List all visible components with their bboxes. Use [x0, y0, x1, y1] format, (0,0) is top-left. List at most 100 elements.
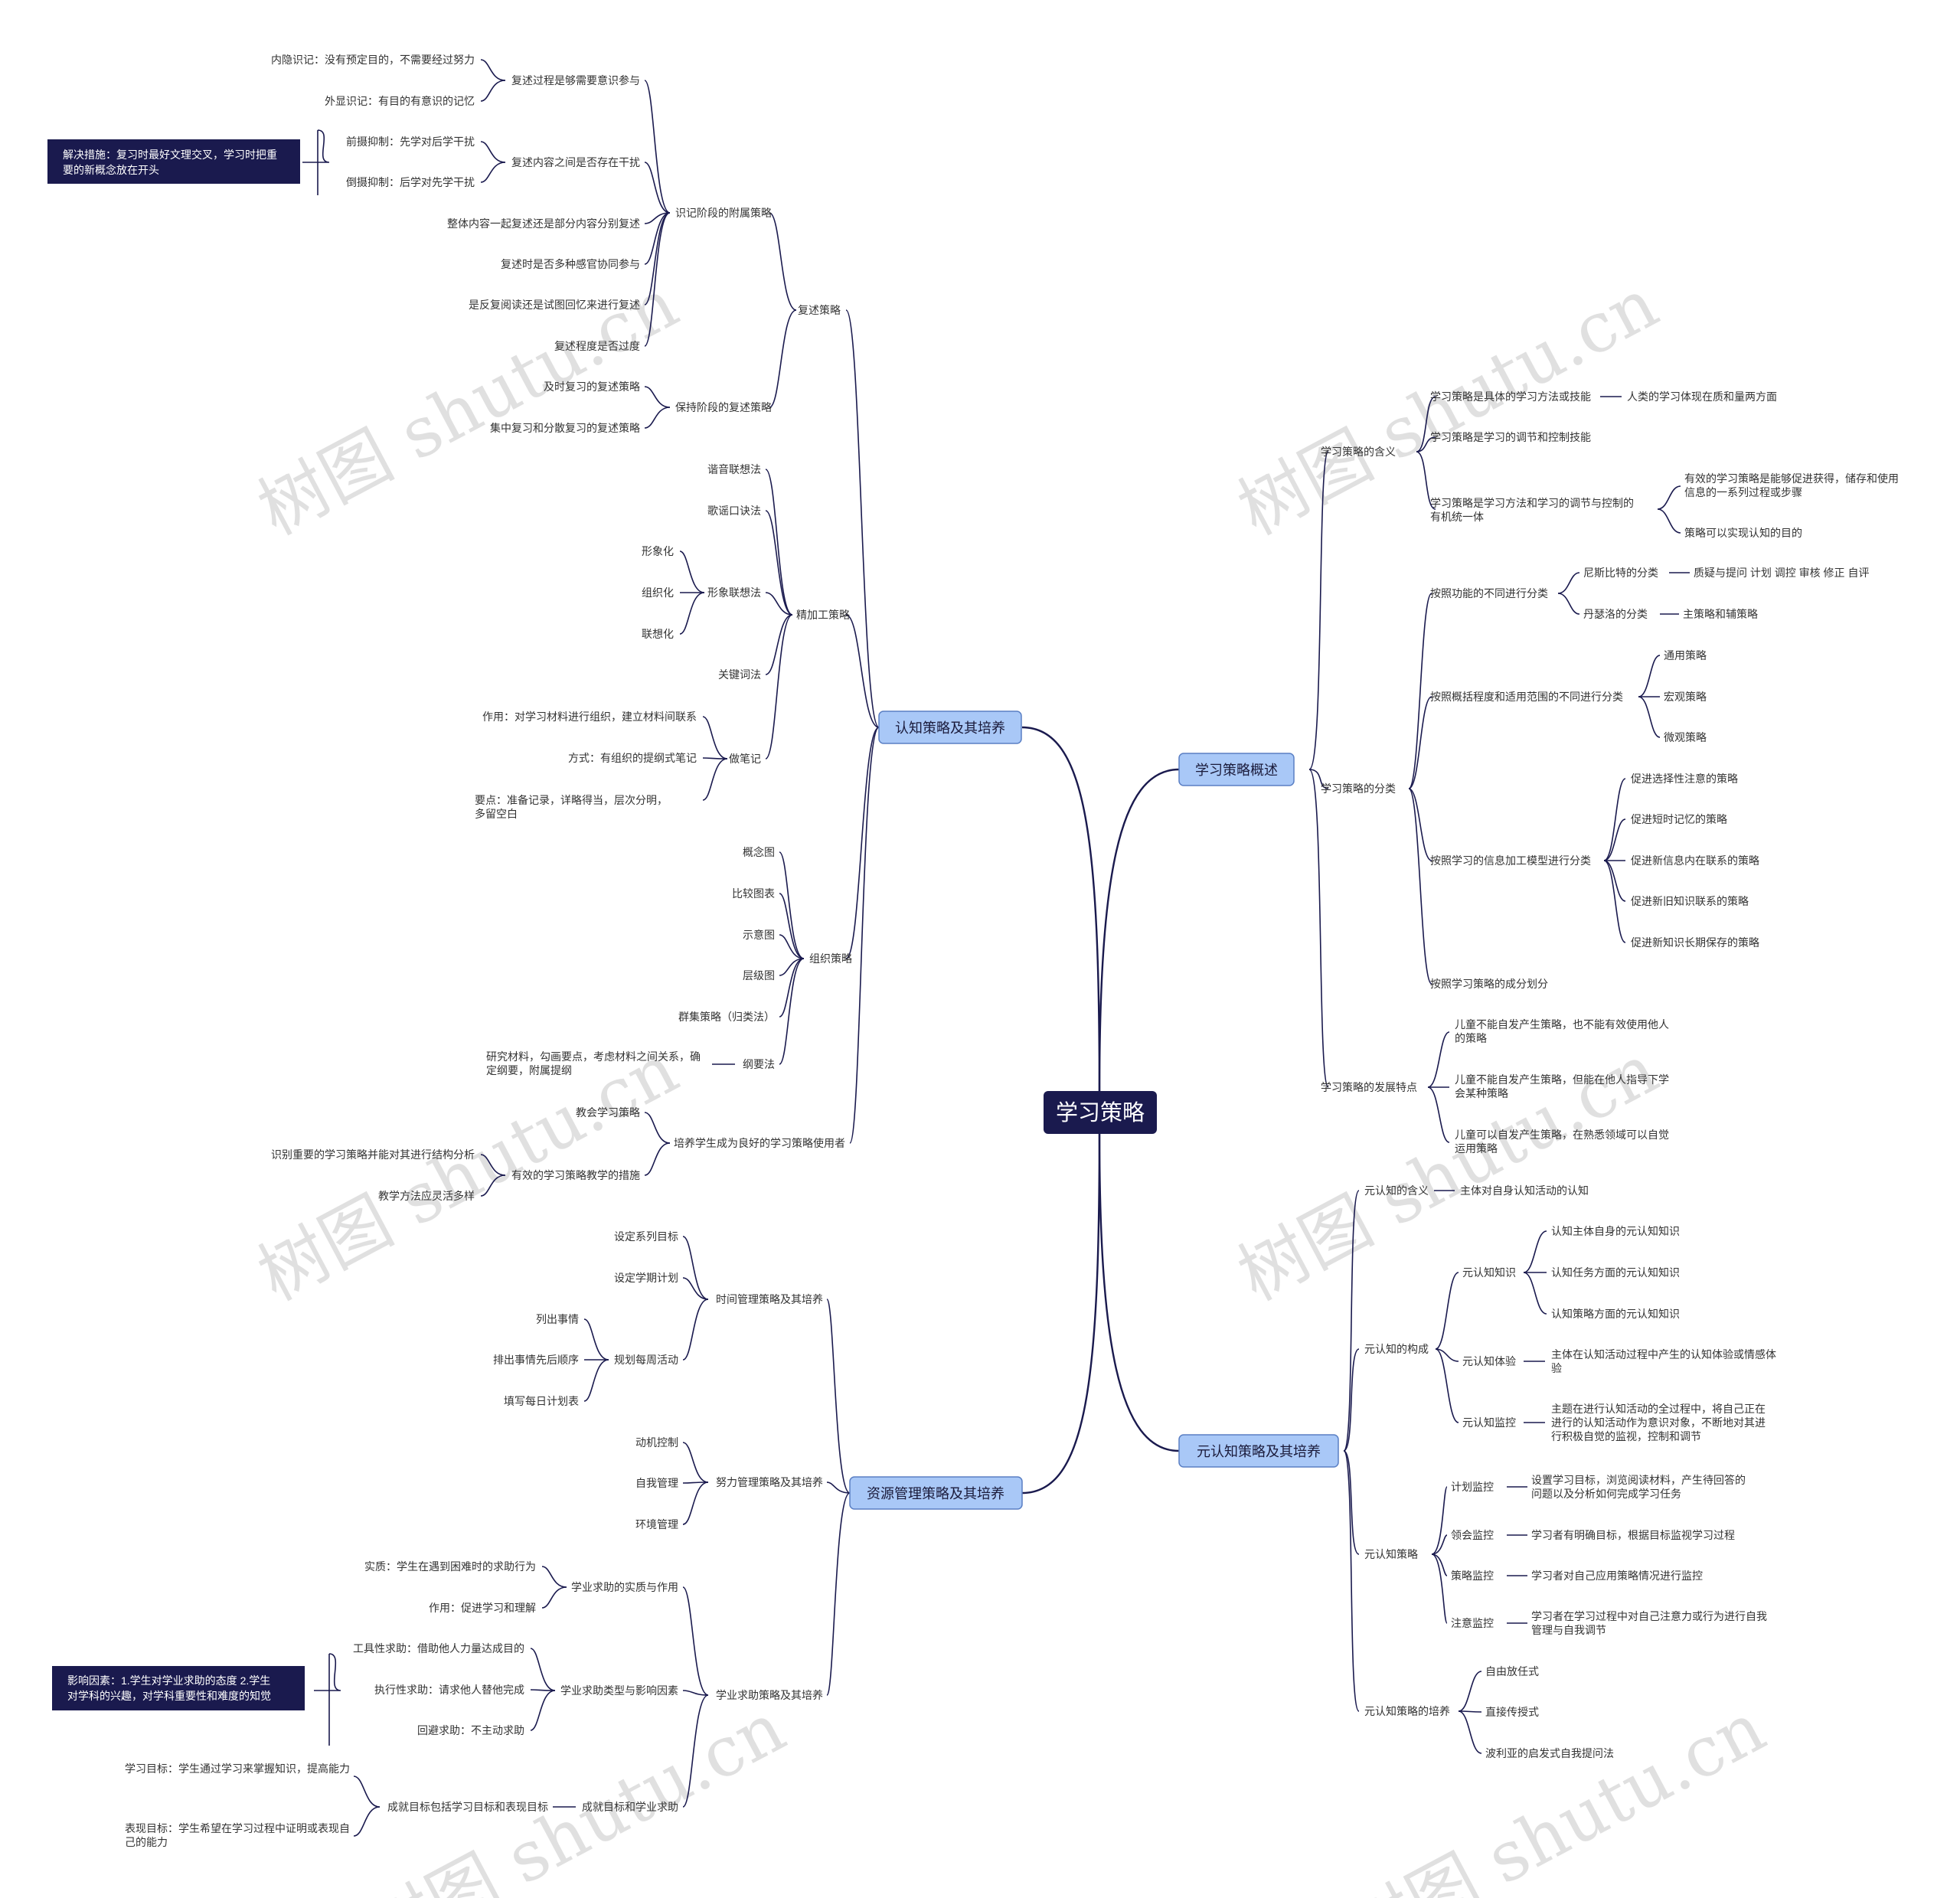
- leaf-learning[interactable]: 学习目标：学生通过学习来掌握知识，提高能力: [125, 1762, 350, 1775]
- leaf-notes-key[interactable]: 要点：准备记录，详略得当，层次分明，: [475, 794, 668, 806]
- node-outline[interactable]: 纲要法: [743, 1058, 775, 1070]
- node-rehearsal[interactable]: 复述策略: [798, 304, 841, 316]
- node-imagery[interactable]: 形象联想法: [707, 586, 761, 599]
- leaf-retroactive[interactable]: 倒摄抑制：后学对先学干扰: [346, 176, 475, 188]
- leaf-info-c[interactable]: 促进新信息内在联系的策略: [1631, 854, 1759, 867]
- leaf-goals[interactable]: 设定系列目标: [614, 1230, 678, 1243]
- leaf-explicit[interactable]: 外显识记：有目的有意识的记忆: [325, 95, 475, 107]
- leaf-keyword[interactable]: 关键词法: [718, 668, 761, 681]
- leaf-homophone[interactable]: 谐音联想法: [707, 463, 761, 475]
- leaf-info-e[interactable]: 促进新知识长期保存的策略: [1631, 936, 1759, 949]
- leaf-nisbet[interactable]: 尼斯比特的分类: [1583, 567, 1658, 579]
- leaf-plan[interactable]: 设置学习目标，浏览阅读材料，产生待回答的: [1531, 1474, 1746, 1486]
- leaf-imagery-c[interactable]: 联想化: [642, 628, 674, 640]
- leaf-info-d[interactable]: 促进新旧知识联系的策略: [1631, 895, 1749, 907]
- branch-meta[interactable]: 元认知策略及其培养: [1178, 1434, 1339, 1468]
- leaf-training-c[interactable]: 波利亚的启发式自我提问法: [1485, 1747, 1614, 1759]
- node-essence[interactable]: 学业求助的实质与作用: [571, 1581, 678, 1593]
- leaf-meaning-b[interactable]: 学习策略是学习的调节和控制技能: [1430, 431, 1591, 443]
- node-achieve[interactable]: 成就目标和学业求助: [582, 1801, 678, 1813]
- leaf-scope-c[interactable]: 微观策略: [1664, 731, 1707, 743]
- node-develop[interactable]: 学习策略的发展特点: [1321, 1081, 1417, 1093]
- leaf-scope-a[interactable]: 通用策略: [1664, 649, 1707, 662]
- branch-overview[interactable]: 学习策略概述: [1178, 753, 1295, 786]
- leaf-develop-a[interactable]: 儿童不能自发产生策略，也不能有效使用他人: [1455, 1018, 1669, 1031]
- leaf-hierarchy[interactable]: 层级图: [743, 969, 775, 982]
- leaf-avoid[interactable]: 回避求助：不主动求助: [417, 1724, 524, 1736]
- leaf-rhyme[interactable]: 歌谣口诀法: [707, 505, 761, 517]
- leaf-experience[interactable]: 主体在认知活动过程中产生的认知体验或情感体: [1551, 1348, 1776, 1361]
- node-help[interactable]: 学业求助策略及其培养: [716, 1689, 823, 1701]
- node-conscious[interactable]: 复述过程是够需要意识参与: [511, 74, 640, 87]
- leaf-role[interactable]: 作用：促进学习和理解: [429, 1602, 536, 1614]
- node-monitor[interactable]: 元认知监控: [1462, 1416, 1516, 1429]
- leaf-meaning-c2[interactable]: 策略可以实现认知的目的: [1684, 527, 1802, 539]
- leaf-order[interactable]: 排出事情先后顺序: [493, 1354, 579, 1366]
- leaf-performance[interactable]: 表现目标：学生希望在学习过程中证明或表现自: [125, 1822, 350, 1834]
- leaf-outline-desc[interactable]: 研究材料，勾画要点，考虑材料之间关系，确: [486, 1050, 701, 1063]
- leaf-training-b[interactable]: 直接传授式: [1485, 1706, 1539, 1718]
- leaf-motivation[interactable]: 动机控制: [635, 1436, 678, 1449]
- leaf-attention[interactable]: 学习者在学习过程中对自己注意力或行为进行自我: [1531, 1610, 1767, 1622]
- leaf-self[interactable]: 自我管理: [635, 1477, 678, 1489]
- node-elaboration[interactable]: 精加工策略: [796, 609, 850, 621]
- leaf-identify[interactable]: 识别重要的学习策略并能对其进行结构分析: [271, 1148, 475, 1161]
- node-func[interactable]: 按照功能的不同进行分类: [1430, 587, 1548, 599]
- node-achieve-goals[interactable]: 成就目标包括学习目标和表现目标: [387, 1801, 548, 1813]
- node-grasp[interactable]: 领会监控: [1451, 1529, 1494, 1541]
- branch-cognitive[interactable]: 认知策略及其培养: [878, 711, 1022, 744]
- leaf-cluster[interactable]: 群集策略（归类法）: [678, 1011, 775, 1023]
- leaf-meta-meaning[interactable]: 主体对自身认知活动的认知: [1460, 1184, 1589, 1197]
- node-weekly[interactable]: 规划每周活动: [614, 1354, 678, 1366]
- node-strat[interactable]: 策略监控: [1451, 1570, 1494, 1582]
- leaf-meaning-a1[interactable]: 人类的学习体现在质和量两方面: [1627, 390, 1777, 403]
- node-classify[interactable]: 学习策略的分类: [1321, 782, 1396, 795]
- note-interference[interactable]: 解决措施：复习时最好文理交叉，学习时把重 要的新概念放在开头: [47, 139, 300, 184]
- leaf-concept[interactable]: 概念图: [743, 846, 775, 858]
- leaf-exec[interactable]: 执行性求助：请求他人替他完成: [374, 1684, 524, 1696]
- leaf-list[interactable]: 列出事情: [536, 1313, 579, 1325]
- leaf-senses[interactable]: 复述时是否多种感官协同参与: [501, 258, 640, 270]
- node-effort[interactable]: 努力管理策略及其培养: [716, 1476, 823, 1488]
- leaf-info-a[interactable]: 促进选择性注意的策略: [1631, 773, 1738, 785]
- node-meaning[interactable]: 学习策略的含义: [1321, 446, 1396, 458]
- node-time[interactable]: 时间管理策略及其培养: [716, 1293, 823, 1305]
- leaf-info-b[interactable]: 促进短时记忆的策略: [1631, 813, 1727, 825]
- leaf-component[interactable]: 按照学习策略的成分划分: [1430, 978, 1548, 990]
- node-types[interactable]: 学业求助类型与影响因素: [560, 1684, 678, 1697]
- leaf-nisbet1[interactable]: 质疑与提问 计划 调控 审核 修正 自评: [1694, 567, 1869, 579]
- leaf-grasp[interactable]: 学习者有明确目标，根据目标监视学习过程: [1531, 1529, 1735, 1541]
- leaf-imagery-a[interactable]: 形象化: [642, 545, 674, 557]
- leaf-tool[interactable]: 工具性求助：借助他人力量达成目的: [353, 1642, 524, 1655]
- leaf-daily[interactable]: 填写每日计划表: [504, 1395, 579, 1407]
- leaf-timely[interactable]: 及时复习的复述策略: [544, 381, 640, 393]
- leaf-strat[interactable]: 学习者对自己应用策略情况进行监控: [1531, 1570, 1703, 1582]
- node-training[interactable]: 元认知策略的培养: [1364, 1705, 1450, 1717]
- leaf-whole[interactable]: 整体内容一起复述还是部分内容分别复述: [447, 217, 640, 230]
- leaf-monitor[interactable]: 主题在进行认知活动的全过程中，将自己正在: [1551, 1403, 1766, 1415]
- leaf-develop-c[interactable]: 儿童可以自发产生策略，在熟悉领域可以自觉: [1455, 1129, 1669, 1141]
- leaf-training-a[interactable]: 自由放任式: [1485, 1665, 1539, 1677]
- leaf-knowledge-a[interactable]: 认知主体自身的元认知知识: [1551, 1225, 1680, 1237]
- leaf-scope-b[interactable]: 宏观策略: [1664, 691, 1707, 703]
- node-structure[interactable]: 元认知的构成: [1364, 1343, 1429, 1355]
- node-interference[interactable]: 复述内容之间是否存在干扰: [511, 156, 640, 168]
- root-node[interactable]: 学习策略: [1044, 1091, 1157, 1134]
- leaf-notes-method[interactable]: 方式：有组织的提纲式笔记: [568, 752, 697, 764]
- leaf-compare[interactable]: 比较图表: [732, 887, 775, 900]
- node-plan[interactable]: 计划监控: [1451, 1481, 1494, 1493]
- leaf-dansereau1[interactable]: 主策略和辅策略: [1683, 608, 1758, 620]
- leaf-meaning-a[interactable]: 学习策略是具体的学习方法或技能: [1430, 390, 1591, 403]
- node-memorize[interactable]: 识记阶段的附属策略: [675, 207, 772, 219]
- leaf-knowledge-b[interactable]: 认知任务方面的元认知知识: [1551, 1266, 1680, 1279]
- leaf-teach[interactable]: 教会学习策略: [576, 1106, 640, 1119]
- leaf-implicit[interactable]: 内隐识记：没有预定目的，不需要经过努力: [271, 54, 475, 66]
- node-scope[interactable]: 按照概括程度和适用范围的不同进行分类: [1430, 691, 1623, 703]
- leaf-spaced[interactable]: 集中复习和分散复习的复述策略: [490, 422, 640, 434]
- node-meta-strategy[interactable]: 元认知策略: [1364, 1548, 1418, 1560]
- leaf-dansereau[interactable]: 丹瑟洛的分类: [1583, 608, 1648, 620]
- node-attention[interactable]: 注意监控: [1451, 1617, 1494, 1629]
- leaf-term[interactable]: 设定学期计划: [614, 1272, 678, 1284]
- leaf-reread[interactable]: 是反复阅读还是试图回忆来进行复述: [469, 299, 640, 311]
- node-info[interactable]: 按照学习的信息加工模型进行分类: [1430, 854, 1591, 867]
